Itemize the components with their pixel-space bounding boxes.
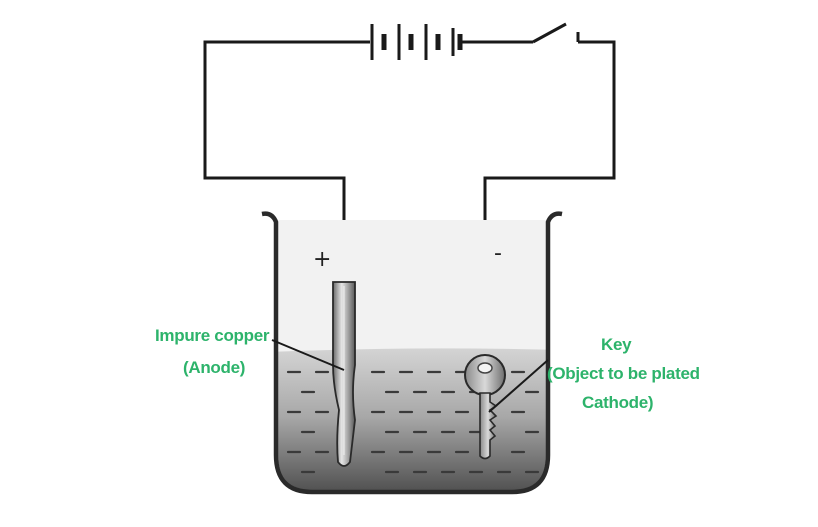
cathode-label-line1: Key bbox=[601, 335, 632, 354]
anode-leader-line bbox=[271, 339, 345, 371]
key-icon bbox=[464, 354, 506, 460]
anode-rod bbox=[332, 281, 356, 467]
cathode-label-line3: Cathode) bbox=[582, 393, 654, 412]
anode-label-line1: Impure copper bbox=[155, 326, 270, 345]
wire-left bbox=[203, 40, 370, 282]
minus-sign: - bbox=[494, 241, 502, 266]
leader-lines bbox=[271, 339, 549, 413]
air-region bbox=[278, 220, 546, 355]
plus-sign: + bbox=[313, 247, 332, 272]
switch-icon bbox=[532, 22, 580, 44]
battery-icon bbox=[370, 24, 463, 60]
cathode-label-line2: (Object to be plated bbox=[547, 364, 700, 383]
beaker-outline bbox=[261, 211, 563, 495]
anode-label-line2: (Anode) bbox=[183, 358, 246, 377]
cathode-leader-line bbox=[488, 359, 549, 413]
beaker bbox=[261, 211, 563, 495]
electrolyte-dashes bbox=[286, 370, 540, 474]
